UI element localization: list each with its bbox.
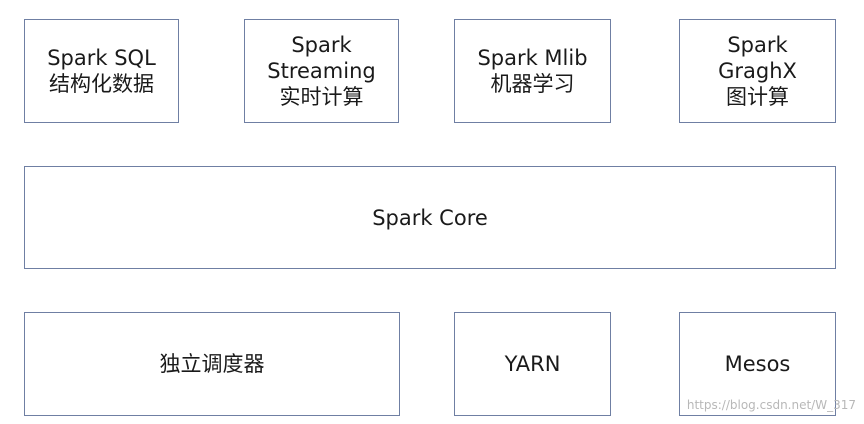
spark-streaming-title-line2: Streaming [267,59,376,83]
spark-core-label: Spark Core [372,205,488,230]
spark-core-box: Spark Core [24,166,836,269]
spark-sql-box: Spark SQL 结构化数据 [24,19,179,123]
spark-graphx-description: 图计算 [726,85,789,109]
spark-graphx-title-line1: Spark [727,33,788,57]
standalone-scheduler-label: 独立调度器 [159,352,265,376]
spark-mlib-title: Spark Mlib [477,46,588,70]
spark-streaming-description: 实时计算 [279,85,364,109]
spark-mlib-description: 机器学习 [490,72,575,96]
spark-sql-description: 结构化数据 [49,72,154,96]
spark-sql-title: Spark SQL [47,46,156,70]
mesos-label: Mesos [724,352,791,376]
yarn-label: YARN [504,352,561,376]
spark-mlib-box: Spark Mlib 机器学习 [454,19,611,123]
mesos-box: Mesos [679,312,836,416]
spark-streaming-title-line1: Spark [291,33,352,57]
spark-graphx-title-line2: GraghX [718,59,797,83]
spark-graphx-box: Spark GraghX 图计算 [679,19,836,123]
spark-streaming-box: Spark Streaming 实时计算 [244,19,399,123]
yarn-box: YARN [454,312,611,416]
watermark-text: https://blog.csdn.net/W_317 [686,398,856,412]
standalone-scheduler-box: 独立调度器 [24,312,400,416]
